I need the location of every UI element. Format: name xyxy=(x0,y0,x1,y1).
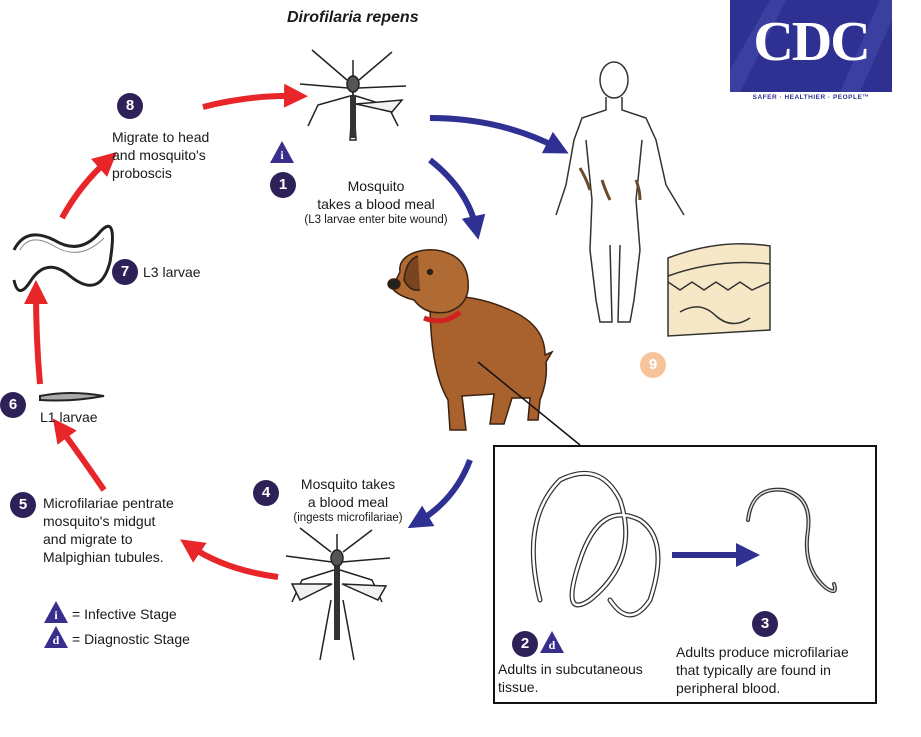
cdc-logo-background xyxy=(730,0,892,92)
step-5-badge: 5 xyxy=(10,492,36,518)
step-2-label: Adults in subcutaneous tissue. xyxy=(498,661,643,695)
step-9-badge: 9 xyxy=(640,352,666,378)
arrow-5-to-6 xyxy=(52,418,107,492)
arrow-4-to-5 xyxy=(180,539,279,580)
step-7-badge: 7 xyxy=(112,259,138,285)
cdc-logo-text: CDC xyxy=(753,11,870,73)
step-3-label: Adults produce microfilariae that typica… xyxy=(676,644,849,696)
step-2-badge: 2 xyxy=(512,631,538,657)
human-figure-icon xyxy=(555,61,685,323)
step-8-badge: 8 xyxy=(117,93,143,119)
arrow-mosquito-to-human xyxy=(429,115,569,154)
l1-larva-icon xyxy=(39,392,105,402)
mosquito-top-icon xyxy=(299,49,407,141)
step-8-label: Migrate to head and mosquito's proboscis xyxy=(112,129,210,181)
arrow-mosquito-to-dog xyxy=(428,157,486,240)
step-5-label: Microfilariae pentrate mosquito's midgut… xyxy=(43,495,174,565)
triangle-icon xyxy=(44,601,68,623)
triangle-icon xyxy=(540,631,564,653)
step-1-label: Mosquito takes a blood meal (L3 larvae e… xyxy=(304,178,448,226)
cdc-logo: CDC SAFER · HEALTHIER · PEOPLE™ xyxy=(730,0,892,108)
step-6-label: L1 larvae xyxy=(40,409,98,425)
mosquito-bottom-icon xyxy=(285,527,391,661)
infective-stage-marker: i xyxy=(270,141,294,163)
arrow-6-to-7 xyxy=(24,280,49,385)
triangle-icon xyxy=(270,141,294,163)
step-4-badge: 4 xyxy=(253,480,279,506)
l3-larva-icon xyxy=(12,224,114,292)
diagram-title: Dirofilaria repens xyxy=(287,9,419,26)
cdc-tagline: SAFER · HEALTHIER · PEOPLE™ xyxy=(752,94,870,101)
arrow-8-to-1 xyxy=(202,83,308,110)
diagnostic-stage-marker: d xyxy=(540,631,564,653)
step-3-badge: 3 xyxy=(752,611,778,637)
legend-diagnostic-symbol: d xyxy=(44,626,68,648)
inset-pointer-line xyxy=(477,361,581,446)
arrow-dog-to-mosquito xyxy=(407,458,473,529)
legend-infective-text: = Infective Stage xyxy=(72,606,177,622)
step-7-label: L3 larvae xyxy=(143,264,201,280)
adult-worms-icon xyxy=(530,470,661,618)
skin-section-icon xyxy=(667,242,771,337)
arrow-7-to-8 xyxy=(59,152,117,220)
step-4-label: Mosquito takes a blood meal (ingests mic… xyxy=(293,476,403,524)
legend-infective-symbol: i xyxy=(44,601,68,623)
step-1-badge: 1 xyxy=(270,172,296,198)
host-stage-inset xyxy=(493,445,877,704)
microfilaria-icon xyxy=(746,487,837,594)
triangle-icon xyxy=(44,626,68,648)
step-6-badge: 6 xyxy=(0,392,26,418)
legend-diagnostic-text: = Diagnostic Stage xyxy=(72,631,190,647)
